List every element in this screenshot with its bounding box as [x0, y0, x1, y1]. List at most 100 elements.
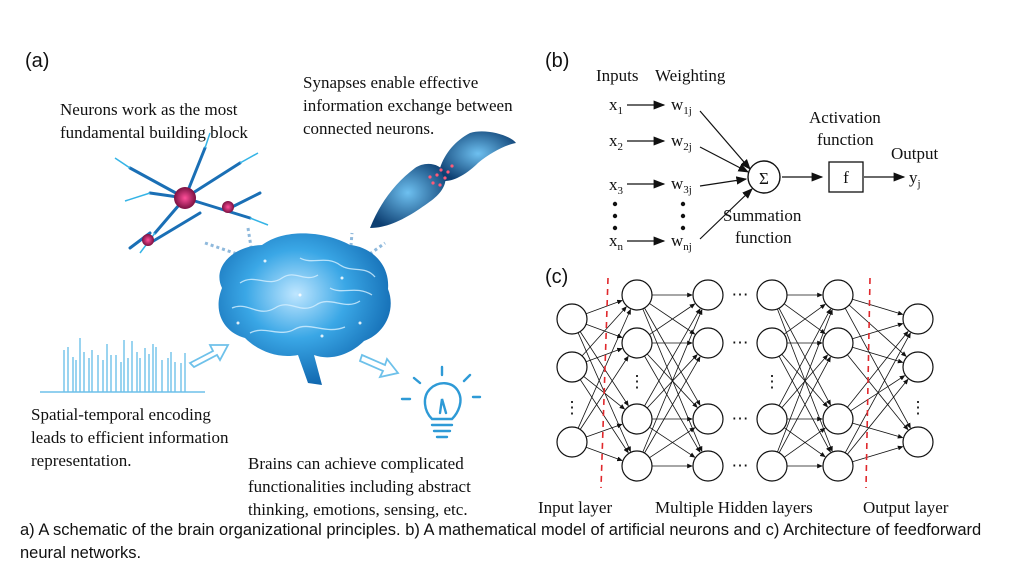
- brain-illustration: [218, 233, 391, 385]
- network-connection: [644, 307, 701, 406]
- synapses-text-line-3: connected neurons.: [303, 119, 434, 138]
- neuron-soma: [174, 187, 196, 209]
- hidden-neuron: [822, 279, 854, 311]
- vertical-ellipsis: ⋮: [764, 372, 781, 391]
- encoding-arrow: [188, 344, 230, 369]
- network-connection: [585, 423, 623, 438]
- svg-text:w1j: w1j: [671, 95, 692, 117]
- vertical-ellipsis: ⋮: [564, 398, 581, 417]
- network-connection: [579, 379, 629, 454]
- horizontal-ellipsis: ⋯: [732, 456, 749, 475]
- network-connection: [585, 323, 623, 339]
- output-header: Output: [891, 144, 939, 163]
- hidden-neuron: [756, 450, 788, 482]
- network-ellipses: ⋯ ⋯ ⋯ ⋯ ⋮ ⋮ ⋮ ⋮: [564, 285, 927, 475]
- network-connection: [644, 356, 701, 454]
- hidden-neuron: [692, 450, 724, 482]
- neurons-text-line-1: Neurons work as the most: [60, 100, 238, 119]
- input-neuron: [556, 351, 588, 383]
- panel-c: (c) ⋯ ⋯ ⋯ ⋯ ⋮ ⋮ ⋮ ⋮ Input layer Multiple Hidden…: [538, 266, 949, 517]
- figure-caption: a) A schematic of the brain organization…: [20, 521, 982, 562]
- input-row-dots: [612, 201, 686, 231]
- horizontal-ellipsis: ⋯: [732, 285, 749, 304]
- network-connection: [847, 354, 909, 431]
- input-row-3: x3 w3j: [609, 174, 692, 197]
- output-neuron: [902, 303, 934, 335]
- svg-text:wnj: wnj: [671, 231, 692, 253]
- network-connection: [848, 304, 907, 357]
- network-connection: [778, 308, 831, 406]
- hidden-neuron: [756, 403, 788, 435]
- network-connection: [852, 445, 904, 463]
- network-connection: [783, 303, 826, 335]
- neuron-illustration: [114, 132, 269, 254]
- network-connection: [783, 427, 826, 458]
- vertical-ellipsis: ⋮: [910, 398, 927, 417]
- panel-a-label: (a): [25, 50, 49, 72]
- synapses-text-line-1: Synapses enable effective: [303, 73, 478, 92]
- network-connection: [649, 426, 696, 458]
- network-connection: [852, 346, 904, 364]
- weighting-header: Weighting: [655, 66, 726, 85]
- panel-a: (a) Neurons work as the most fundamental…: [25, 50, 516, 519]
- output-symbol: yj: [909, 168, 921, 190]
- hidden-neuron: [692, 327, 724, 359]
- hidden-neuron: [756, 327, 788, 359]
- panel-c-label: (c): [545, 266, 568, 288]
- hidden-neuron: [822, 450, 854, 482]
- network-connection: [852, 422, 904, 439]
- hidden-neuron: [621, 327, 653, 359]
- hidden-neuron: [621, 450, 653, 482]
- network-connection: [852, 298, 904, 316]
- network-connection: [649, 303, 696, 335]
- hidden-neuron: [692, 403, 724, 435]
- output-neuron: [902, 351, 934, 383]
- input-row-1: x1 w1j: [609, 95, 692, 117]
- network-connection: [844, 332, 911, 453]
- horizontal-ellipsis: ⋯: [732, 333, 749, 352]
- vertical-ellipsis: ⋮: [629, 372, 646, 391]
- activation-symbol: f: [843, 168, 849, 187]
- summation-label-line-1: Summation: [723, 206, 802, 225]
- network-connection: [585, 299, 623, 315]
- network-connection: [778, 356, 831, 453]
- lightbulb-icon: [400, 365, 482, 439]
- output-arrow: [358, 353, 400, 379]
- hidden-neuron: [756, 279, 788, 311]
- input-row-2: x2 w2j: [609, 131, 692, 153]
- summation-label-line-2: function: [735, 228, 792, 247]
- brains-text-line-3: thinking, emotions, sensing, etc.: [248, 500, 468, 519]
- synapses-text-line-2: information exchange between: [303, 96, 513, 115]
- svg-text:x3: x3: [609, 175, 624, 197]
- encoding-text-line-2: leads to efficient information: [31, 428, 229, 447]
- network-connection: [852, 322, 904, 340]
- activation-box: [828, 161, 864, 193]
- input-boundary-dashed-line: [600, 277, 609, 489]
- network-connection: [847, 330, 909, 408]
- inputs-header: Inputs: [596, 66, 639, 85]
- panel-b-label: (b): [545, 50, 569, 72]
- network-connection: [783, 303, 826, 335]
- svg-text:x1: x1: [609, 95, 623, 117]
- network-nodes: [556, 279, 934, 482]
- svg-text:xn: xn: [609, 231, 624, 253]
- neurons-text-line-2: fundamental building block: [60, 123, 248, 142]
- network-connection: [581, 306, 627, 357]
- brains-text-line-1: Brains can achieve complicated: [248, 454, 464, 473]
- hidden-layers-label: Multiple Hidden layers: [655, 498, 813, 517]
- horizontal-ellipsis: ⋯: [732, 409, 749, 428]
- encoding-text-line-1: Spatial-temporal encoding: [31, 405, 211, 424]
- encoding-text-line-3: representation.: [31, 451, 132, 470]
- activation-label-line-2: function: [817, 130, 874, 149]
- brains-text-line-2: functionalities including abstract: [248, 477, 471, 496]
- hidden-neuron: [822, 327, 854, 359]
- input-layer-label: Input layer: [538, 498, 612, 517]
- network-connection: [847, 378, 909, 455]
- network-connection: [777, 309, 833, 453]
- output-neuron: [902, 426, 934, 458]
- network-connection: [783, 427, 826, 458]
- network-connection: [585, 347, 623, 363]
- network-connection: [778, 356, 831, 453]
- synapse-illustration: [370, 131, 516, 228]
